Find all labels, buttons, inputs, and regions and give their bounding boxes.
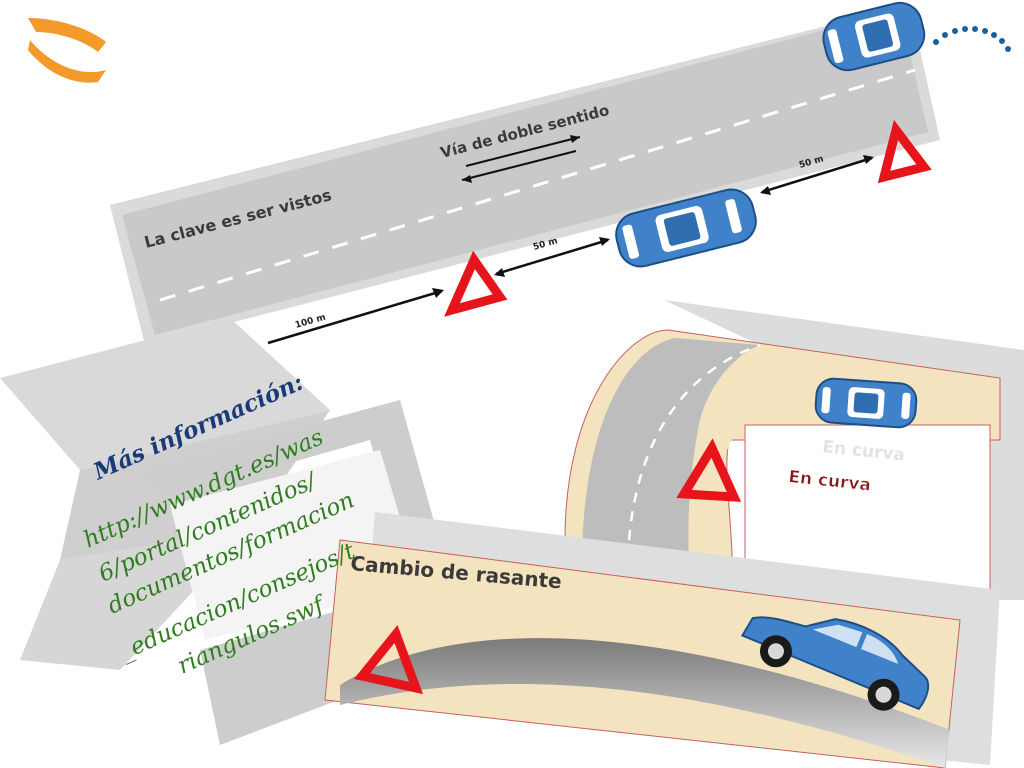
corner-dots-decoration [933,26,1011,52]
warning-triangle-icon [444,250,508,317]
hill-panel: Cambio de rasante [324,512,1000,768]
blue-car-icon [822,1,926,72]
blue-car-icon [814,377,918,429]
orange-swoosh-logo [28,18,106,83]
blue-car-side-icon [740,616,930,711]
center-dashed-line [159,68,916,302]
distance-arrow-50m-a: 50 m [494,236,610,277]
two-way-road-panel: La clave es ser vistos Vía de doble sent… [110,1,940,345]
two-way-arrows [461,135,581,183]
warning-triangle-icon [353,625,424,695]
blue-car-icon [615,188,757,268]
curve-panel: En curva En curva [564,300,1024,601]
warning-triangle-icon [676,438,742,502]
warning-triangle-icon [877,119,932,184]
